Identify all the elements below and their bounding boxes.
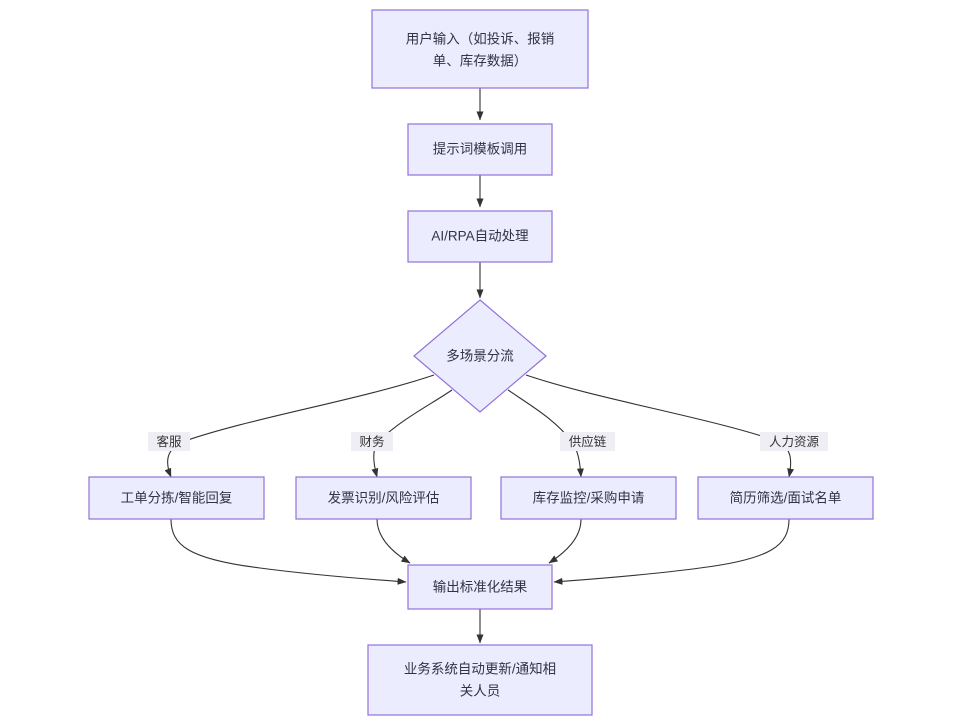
edge-labels-layer: 客服 财务 供应链 人力资源 (148, 432, 828, 451)
node-ai-rpa-shape[interactable] (407, 210, 553, 263)
node-prompt-template-label: 提示词模板调用 (433, 142, 528, 157)
edge-label-finance-bg (351, 432, 393, 451)
node-user-input-shape[interactable] (371, 9, 589, 89)
node-scenario-router-label: 多场景分流 (446, 348, 514, 364)
node-notify-systems-shape[interactable] (367, 644, 593, 716)
node-customer-service-label: 工单分拣/智能回复 (121, 490, 233, 506)
node-customer-service[interactable]: 工单分拣/智能回复 (88, 476, 265, 520)
node-finance[interactable]: 发票识别/风险评估 (295, 476, 472, 520)
edge-service-to-output (170, 518, 407, 585)
edge-supply-to-output (548, 518, 582, 564)
node-finance-label: 发票识别/风险评估 (328, 491, 440, 506)
node-finance-shape[interactable] (295, 476, 472, 520)
node-prompt-template-shape[interactable] (407, 123, 553, 176)
node-prompt-template[interactable]: 提示词模板调用 (407, 123, 553, 176)
node-ai-rpa[interactable]: AI/RPA自动处理 (407, 210, 553, 263)
node-standard-output-shape[interactable] (407, 564, 553, 610)
node-supply-chain-label: 库存监控/采购申请 (533, 491, 645, 506)
nodes-layer: 用户输入（如投诉、报销 单、库存数据） 提示词模板调用 AI/RPA自动处理 多… (88, 9, 874, 716)
node-ai-rpa-label: AI/RPA自动处理 (431, 229, 529, 244)
edge-label-supply-bg (560, 432, 615, 451)
edge-label-finance: 财务 (351, 432, 393, 451)
node-scenario-router-shape[interactable] (413, 299, 547, 413)
node-standard-output-label: 输出标准化结果 (433, 580, 528, 595)
node-supply-chain[interactable]: 库存监控/采购申请 (500, 476, 677, 520)
edge-label-service: 客服 (148, 432, 190, 451)
node-supply-chain-shape[interactable] (500, 476, 677, 520)
edge-label-hr: 人力资源 (760, 432, 828, 451)
node-notify-systems-label-line2: 关人员 (460, 684, 501, 699)
node-human-resources[interactable]: 简历筛选/面试名单 (697, 476, 874, 520)
edge-finance-to-output (376, 518, 411, 564)
edge-label-hr-bg (760, 432, 828, 451)
node-user-input-label-line1: 用户输入（如投诉、报销 (406, 31, 555, 47)
node-notify-systems[interactable]: 业务系统自动更新/通知相 关人员 (367, 644, 593, 716)
node-scenario-router[interactable]: 多场景分流 (413, 299, 547, 413)
edge-label-finance-text: 财务 (359, 434, 384, 449)
edge-label-service-bg (148, 432, 190, 451)
edge-hr-to-output (553, 518, 790, 585)
node-user-input-label-line2: 单、库存数据） (433, 54, 528, 69)
edge-label-hr-text: 人力资源 (769, 435, 820, 449)
edge-label-supply: 供应链 (560, 432, 615, 451)
edge-router-to-service (164, 374, 435, 478)
node-human-resources-shape[interactable] (697, 476, 874, 520)
edge-router-to-hr (525, 374, 795, 478)
edge-label-supply-text: 供应链 (569, 434, 607, 449)
node-user-input[interactable]: 用户输入（如投诉、报销 单、库存数据） (371, 9, 589, 89)
node-notify-systems-label-line1: 业务系统自动更新/通知相 (404, 661, 556, 677)
node-human-resources-label: 简历筛选/面试名单 (730, 490, 842, 506)
node-customer-service-shape[interactable] (88, 476, 265, 520)
node-standard-output[interactable]: 输出标准化结果 (407, 564, 553, 610)
edge-label-service-text: 客服 (156, 434, 182, 449)
